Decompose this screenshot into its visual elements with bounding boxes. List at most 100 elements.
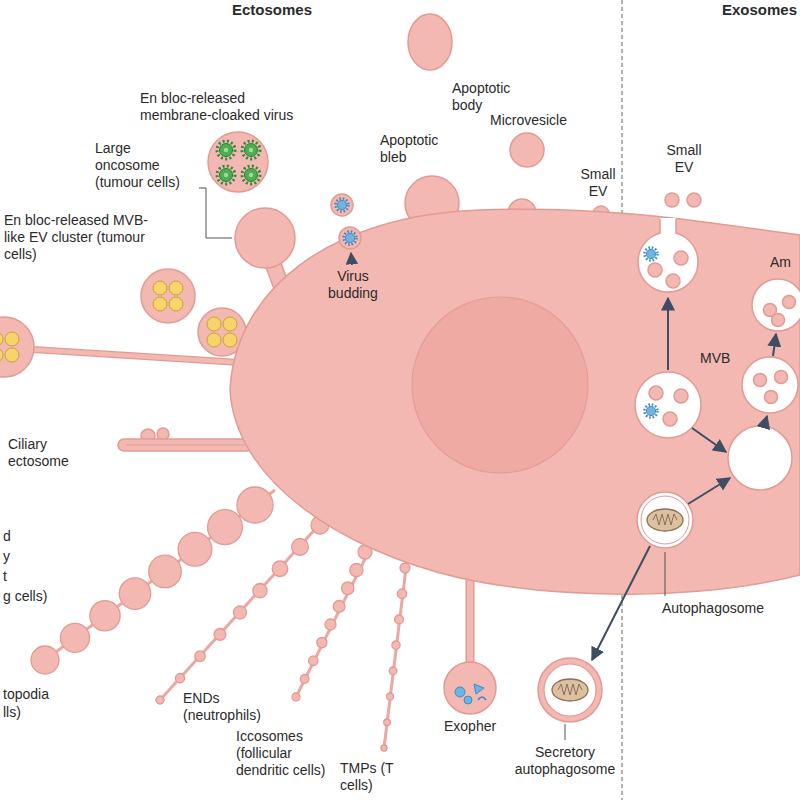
bead [333, 601, 345, 613]
bead [237, 487, 273, 523]
autophagosome [637, 492, 693, 548]
mvb [674, 251, 688, 265]
bead [395, 615, 404, 624]
membrane-protrusion [157, 428, 169, 440]
bead [90, 601, 120, 631]
bead [386, 693, 393, 700]
exopher-cargo [455, 684, 486, 704]
ectosome [208, 132, 268, 192]
virus [344, 232, 357, 245]
callout-label: Virus budding [321, 268, 385, 302]
mvb [666, 274, 680, 288]
bead-stalk [384, 560, 407, 748]
mvb [635, 372, 701, 438]
exopher-cargo [455, 687, 465, 697]
bead [389, 667, 397, 675]
bead [317, 638, 327, 648]
bead [381, 745, 387, 751]
cropped-label: d [3, 528, 11, 545]
small-ev [687, 193, 701, 207]
mvb [648, 263, 662, 277]
callout-label: Microvesicle [490, 112, 567, 129]
mvb [728, 426, 792, 490]
arrow [692, 428, 726, 452]
nucleus [412, 297, 588, 473]
cell-body [230, 209, 800, 594]
mvb [675, 219, 677, 234]
mitochondrion [647, 509, 683, 531]
leader-line [665, 552, 666, 596]
callout-label: MVB [700, 350, 730, 367]
mvb [660, 218, 676, 234]
ev-cluster [153, 281, 183, 311]
bead [292, 539, 309, 556]
bead [253, 584, 267, 598]
bead-chain [381, 563, 410, 751]
cropped-label: topodia [3, 686, 49, 703]
bead [350, 564, 363, 577]
callout-label: Iccosomes (follicular dendritic cells) [236, 728, 346, 778]
mvb [659, 219, 661, 234]
bead [400, 563, 410, 573]
mvb [674, 389, 688, 403]
callout-label: Exopher [444, 718, 496, 735]
callout-label: Ciliary ectosome [8, 436, 88, 470]
arrow [592, 298, 776, 660]
callout-label: Apoptotic bleb [380, 132, 460, 166]
leader-line [199, 188, 232, 238]
arrow [688, 478, 730, 504]
virus [645, 248, 658, 261]
bead [149, 555, 182, 588]
membrane-protrusion [466, 572, 475, 666]
membrane-protrusion [126, 445, 245, 446]
bead [175, 674, 184, 683]
exopher-cargo [478, 697, 486, 700]
arrow [667, 298, 669, 370]
autophagosome [544, 664, 596, 716]
virus [336, 199, 349, 212]
mvb [638, 232, 698, 292]
exopher-cargo [464, 696, 472, 704]
callout-label: Small EV [574, 166, 622, 200]
callout-label: En bloc-released MVB-like EV cluster (tu… [4, 212, 154, 262]
mvb [783, 296, 796, 309]
bead [31, 646, 59, 674]
bead [195, 651, 206, 662]
ectosome [408, 14, 452, 70]
bead-chain [292, 545, 372, 701]
membrane-protrusion [0, 317, 34, 377]
membrane-protrusion [235, 208, 295, 268]
mvb [742, 357, 798, 413]
autophagosome [538, 658, 602, 722]
bead [392, 641, 400, 649]
leader-line [199, 188, 665, 740]
bead [309, 656, 319, 666]
membrane-protrusion [25, 349, 248, 363]
ectosome [331, 194, 353, 216]
mvb [752, 279, 800, 331]
small-ev [665, 193, 701, 207]
ectosome [141, 14, 544, 323]
mvb [754, 374, 767, 387]
mvb [635, 218, 800, 490]
arrow [351, 253, 352, 265]
bead-stalk [160, 515, 328, 700]
autophagosome [641, 496, 689, 544]
cropped-label: lls) [3, 704, 21, 721]
ectosome [141, 269, 195, 323]
callout-label: Apoptotic body [452, 80, 532, 114]
ev-cluster [0, 332, 19, 362]
small-ev [665, 193, 679, 207]
arrow [773, 334, 776, 356]
ectosome [339, 227, 361, 249]
cropped-label: y [3, 548, 10, 565]
virus [242, 141, 260, 159]
bead [156, 696, 164, 704]
membrane-protrusion [467, 572, 473, 666]
virus [217, 141, 235, 159]
mitochondrion [552, 679, 588, 701]
bead [292, 693, 300, 701]
